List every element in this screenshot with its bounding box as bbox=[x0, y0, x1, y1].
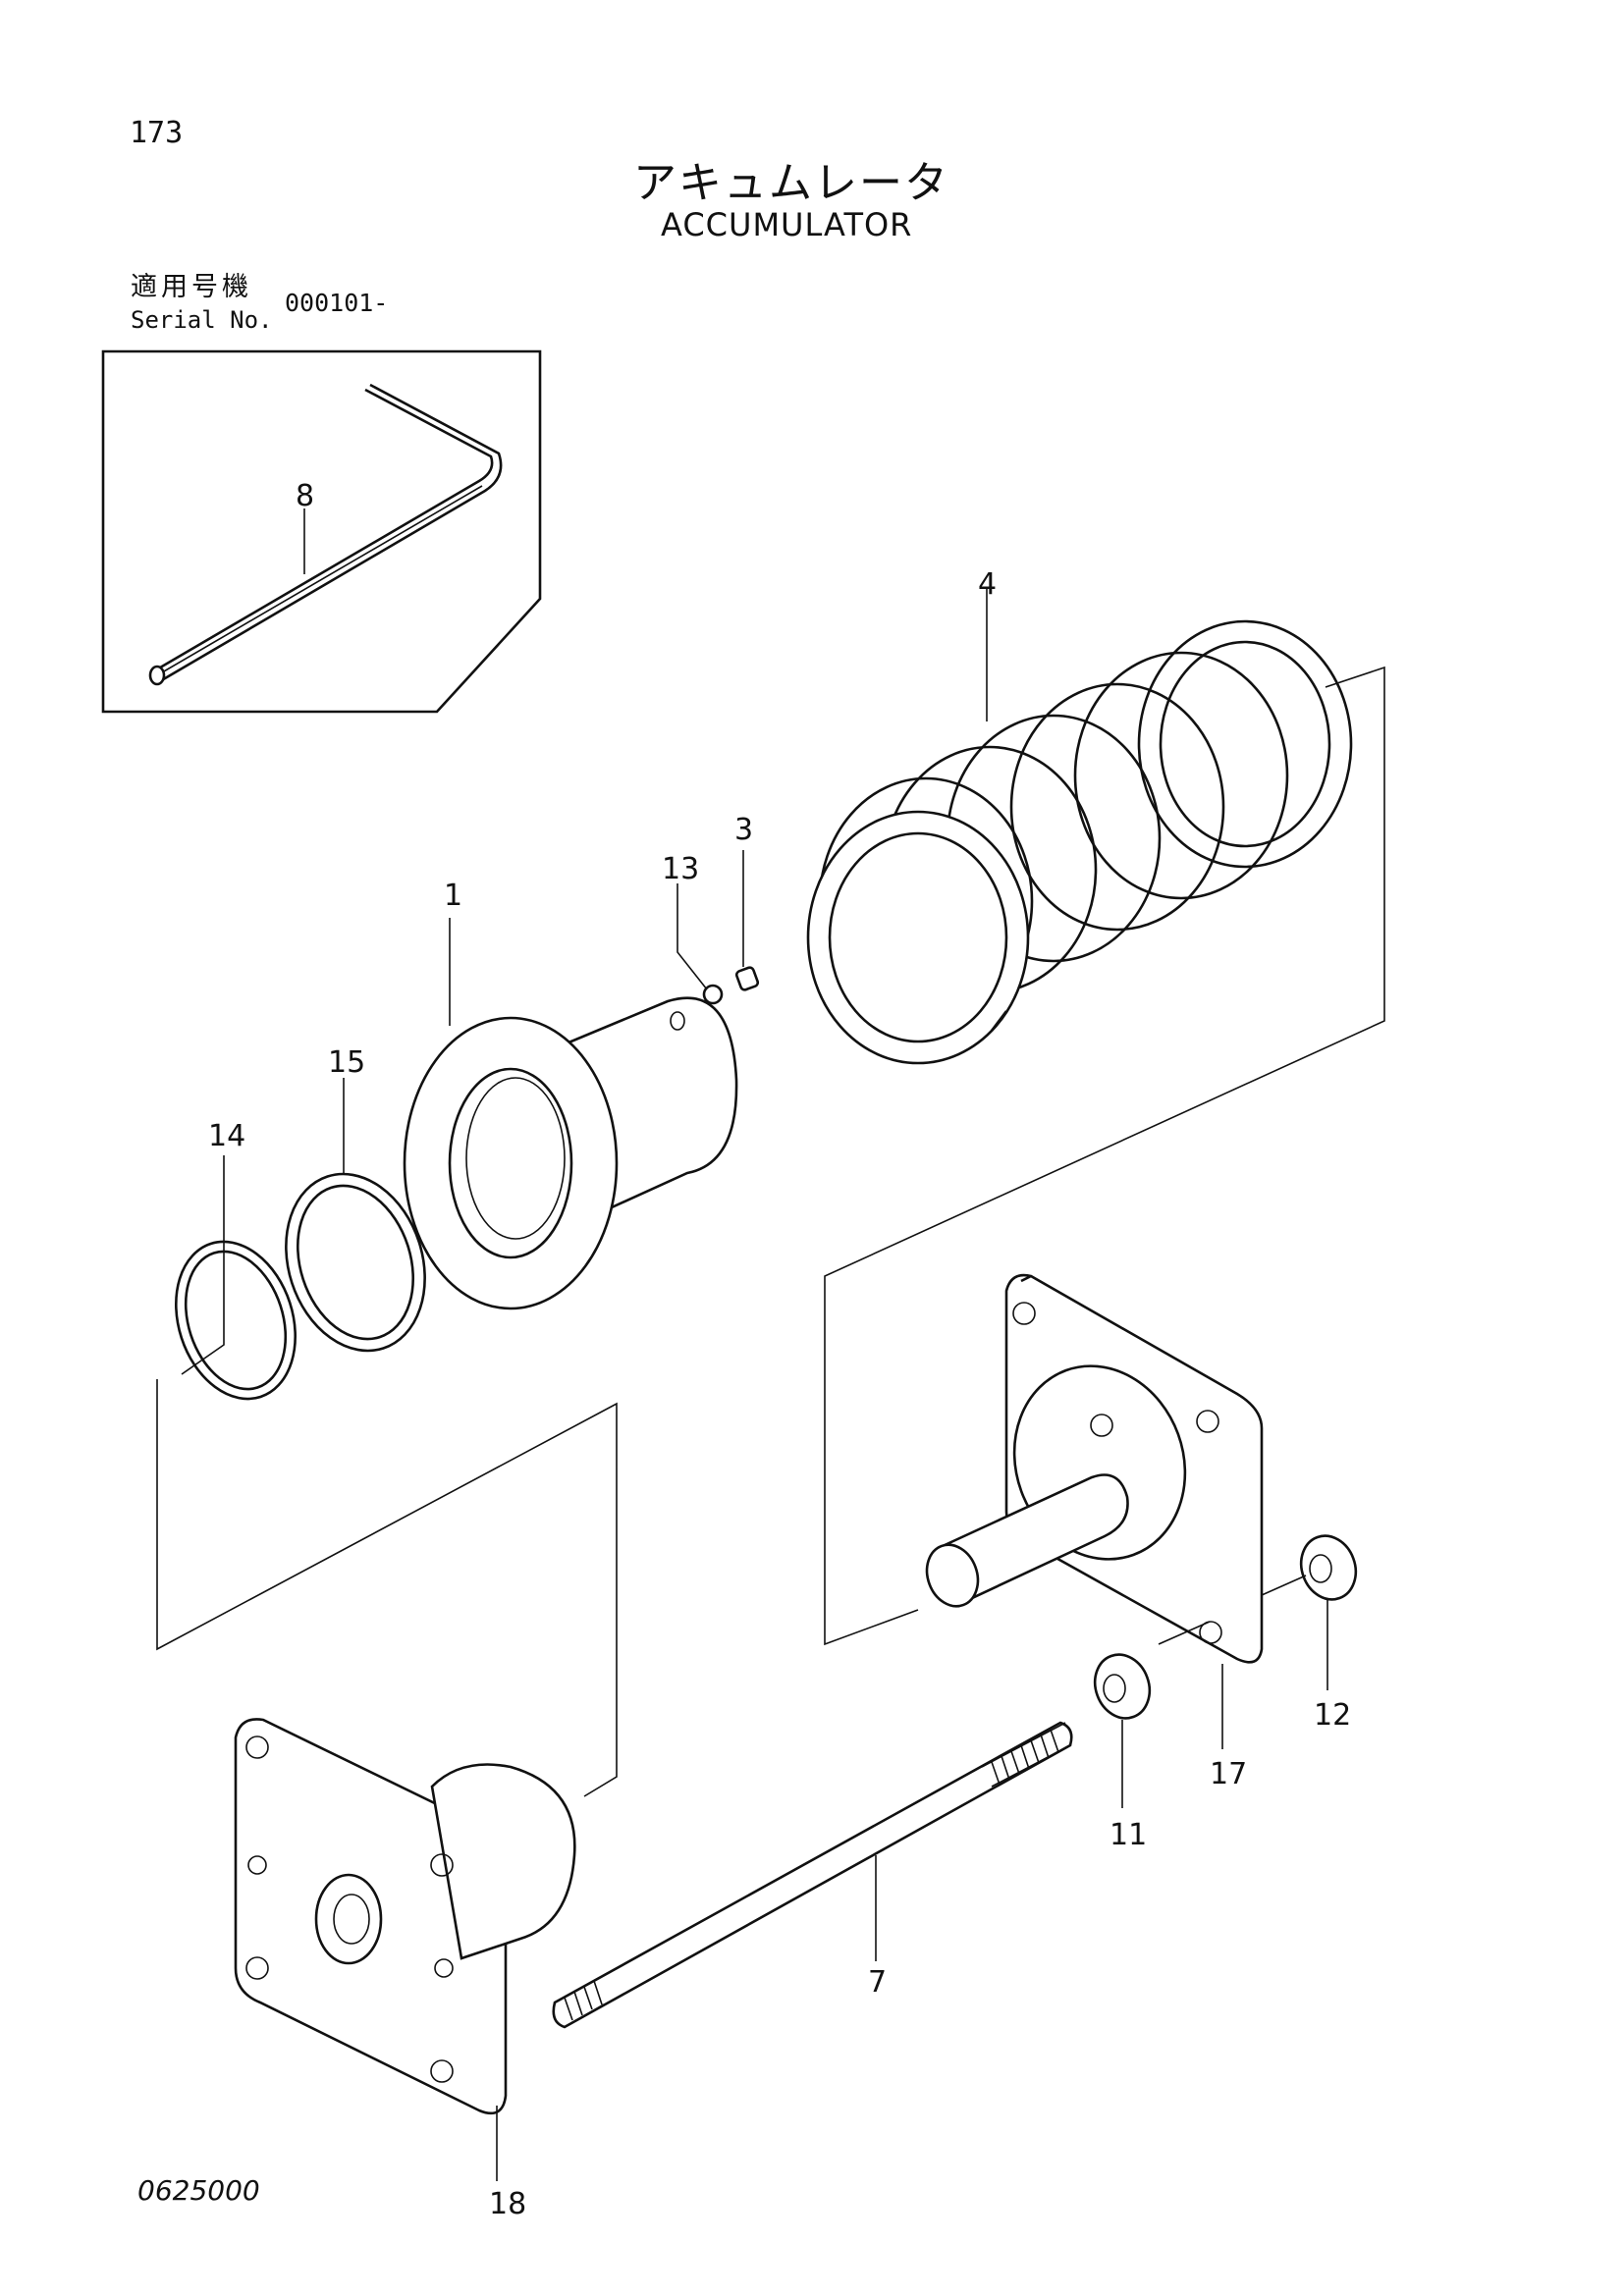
drawing-number: 0625000 bbox=[137, 2174, 260, 2207]
page-title: ACCUMULATOR bbox=[661, 206, 913, 243]
callout-11: 11 bbox=[1110, 1818, 1148, 1852]
callout-12: 12 bbox=[1314, 1698, 1352, 1733]
part-17-shaft-plate bbox=[925, 1273, 1264, 1749]
page-title-japanese: アキュムレータ bbox=[633, 158, 949, 208]
callout-14: 14 bbox=[208, 1119, 246, 1153]
callout-13: 13 bbox=[662, 852, 700, 886]
part-1-cylinder bbox=[403, 918, 738, 1310]
part-7-threaded-rod bbox=[552, 1721, 1073, 2029]
callout-7: 7 bbox=[868, 1965, 888, 2000]
callout-4: 4 bbox=[978, 567, 998, 602]
part-13-ball bbox=[677, 883, 724, 1005]
callout-18: 18 bbox=[489, 2187, 527, 2221]
assembly-guide-left bbox=[156, 1379, 618, 1797]
part-4-spring bbox=[806, 587, 1353, 1065]
callout-3: 3 bbox=[734, 813, 754, 847]
part-8-hex-wrench bbox=[148, 383, 503, 686]
callout-17: 17 bbox=[1210, 1757, 1248, 1791]
assembly-guide-right bbox=[824, 666, 1385, 1646]
callout-15: 15 bbox=[328, 1045, 366, 1080]
serial-label: Serial No. bbox=[131, 306, 273, 334]
inset-box bbox=[101, 349, 542, 714]
part-14-backup-ring bbox=[174, 1155, 298, 1401]
callout-1: 1 bbox=[444, 879, 463, 913]
serial-label-japanese: 適用号機 bbox=[131, 272, 252, 302]
serial-number-value: 000101- bbox=[285, 289, 389, 317]
part-11-nut bbox=[1093, 1653, 1152, 1808]
part-15-seal bbox=[285, 1078, 426, 1353]
part-3-set-screw bbox=[734, 850, 760, 991]
part-18-base-plate bbox=[234, 1718, 576, 2181]
callout-8: 8 bbox=[296, 479, 315, 513]
page-number: 173 bbox=[130, 116, 184, 150]
part-12-nut bbox=[1261, 1534, 1358, 1690]
